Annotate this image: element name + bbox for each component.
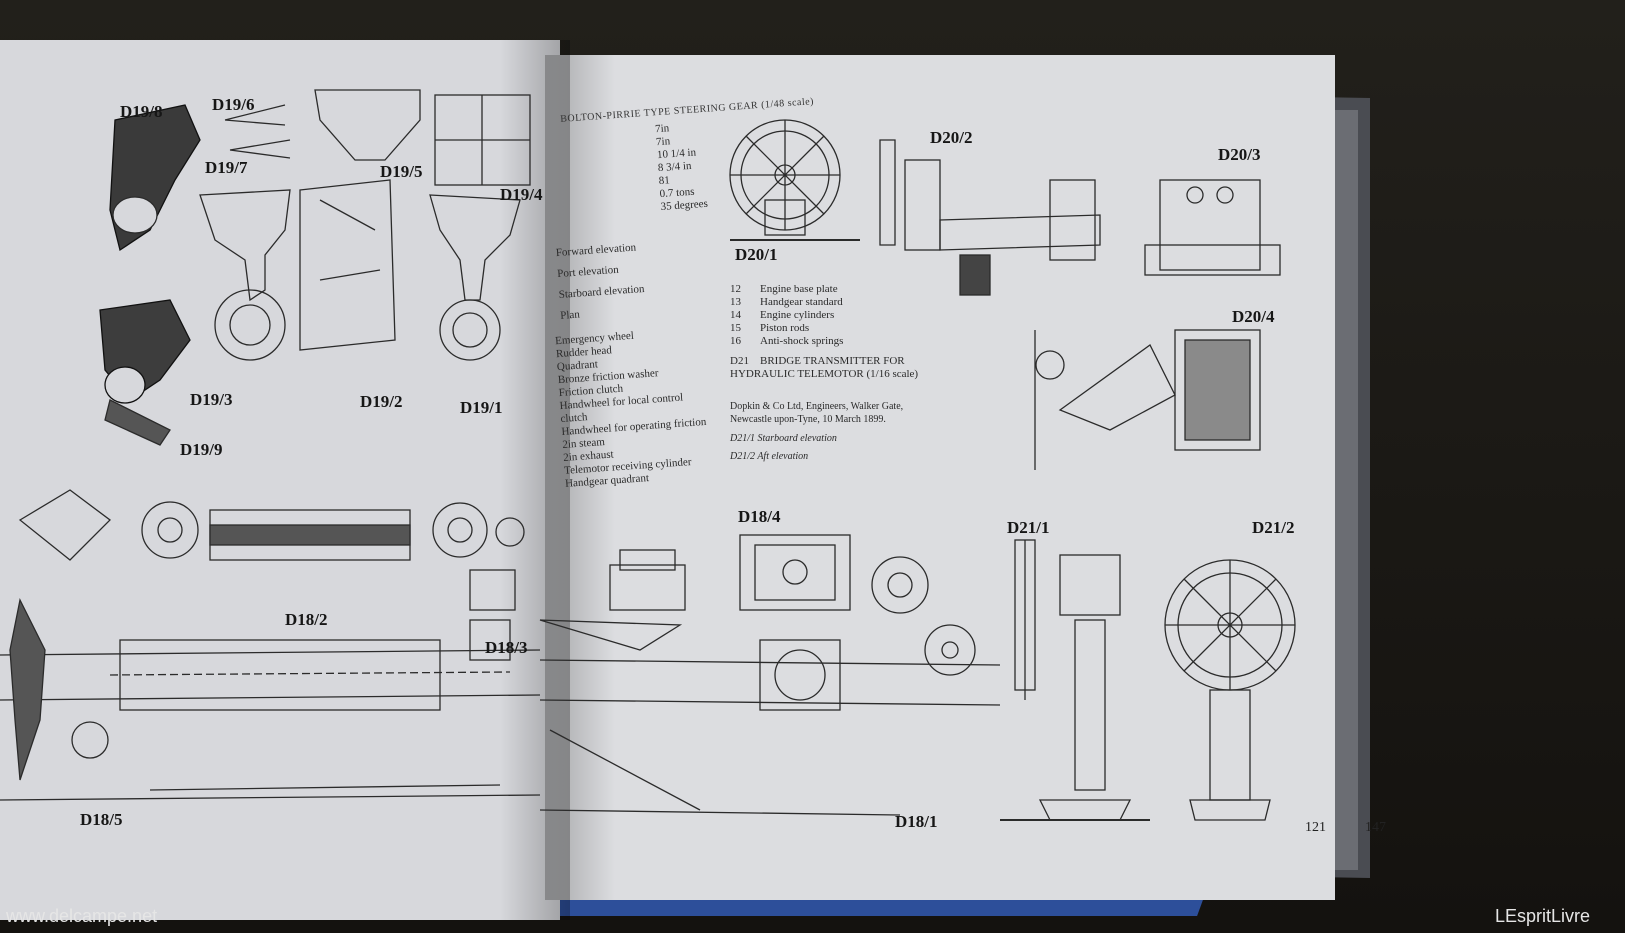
label-d19-8: D19/8 (120, 102, 163, 121)
component-list: Emergency wheel Rudder head Quadrant Bro… (555, 325, 711, 491)
d21-num: D21 (730, 355, 749, 367)
label-d20-4: D20/4 (1232, 307, 1275, 326)
d21-title: BRIDGE TRANSMITTER FOR HYDRAULIC TELEMOT… (730, 355, 919, 380)
label-d19-5: D19/5 (380, 162, 423, 181)
label-d19-4: D19/4 (500, 185, 543, 204)
label-d19-7: D19/7 (205, 158, 248, 177)
spec-values: 7in 7in 10 1/4 in 8 3/4 in 81 0.7 tons 3… (555, 120, 709, 221)
label-d18-2: D18/2 (285, 610, 328, 629)
view-list: Forward elevation Port elevation Starboa… (555, 237, 646, 327)
d21-item: D21/2 Aft elevation (730, 451, 809, 462)
label-d20-1: D20/1 (735, 245, 778, 264)
legend-row: 14 Engine cylinders (730, 309, 843, 322)
label-d18-4: D18/4 (738, 507, 781, 526)
legend-text: Engine base plate (760, 283, 838, 295)
d21-item: D21/1 Starboard elevation (730, 433, 837, 444)
legend-text: Engine cylinders (760, 309, 835, 321)
label-d18-5: D18/5 (80, 810, 123, 829)
legend-text: Anti-shock springs (760, 335, 844, 347)
legend-text: Piston rods (760, 322, 810, 334)
legend-row: 12 Engine base plate (730, 283, 843, 296)
label-d18-1: D18/1 (895, 812, 938, 831)
page-number-121: 121 (1305, 820, 1326, 835)
label-d21-1: D21/1 (1007, 518, 1050, 537)
label-d21-2: D21/2 (1252, 518, 1295, 537)
legend-num: 16 (730, 335, 741, 347)
label-d19-3: D19/3 (190, 390, 233, 409)
legend-row: 16 Anti-shock springs (730, 335, 843, 348)
label-d20-3: D20/3 (1218, 145, 1261, 164)
legend-num: 14 (730, 309, 741, 321)
legend-num: 12 (730, 283, 741, 295)
label-d19-1: D19/1 (460, 398, 503, 417)
legend-row: 13 Handgear standard (730, 296, 843, 309)
page-number-147: 147 (1365, 820, 1386, 835)
maker-note: Dopkin & Co Ltd, Engineers, Walker Gate,… (730, 401, 904, 425)
label-d20-2: D20/2 (930, 128, 973, 147)
left-page (0, 40, 560, 920)
label-d18-3: D18/3 (485, 638, 528, 657)
legend-text: Handgear standard (760, 296, 843, 308)
label-d19-2: D19/2 (360, 392, 403, 411)
watermark-lespritlivre: LEspritLivre (1495, 906, 1591, 926)
watermark-delcampe: www.delcampe.net (6, 906, 158, 926)
d21-items: D21/1 Starboard elevation D21/2 Aft elev… (730, 430, 837, 466)
label-d19-6: D19/6 (212, 95, 255, 114)
legend-row: 15 Piston rods (730, 322, 843, 335)
label-d19-9: D19/9 (180, 440, 223, 459)
legend-num: 13 (730, 296, 741, 308)
gutter-shadow-left (500, 40, 570, 920)
legend-num: 15 (730, 322, 741, 334)
